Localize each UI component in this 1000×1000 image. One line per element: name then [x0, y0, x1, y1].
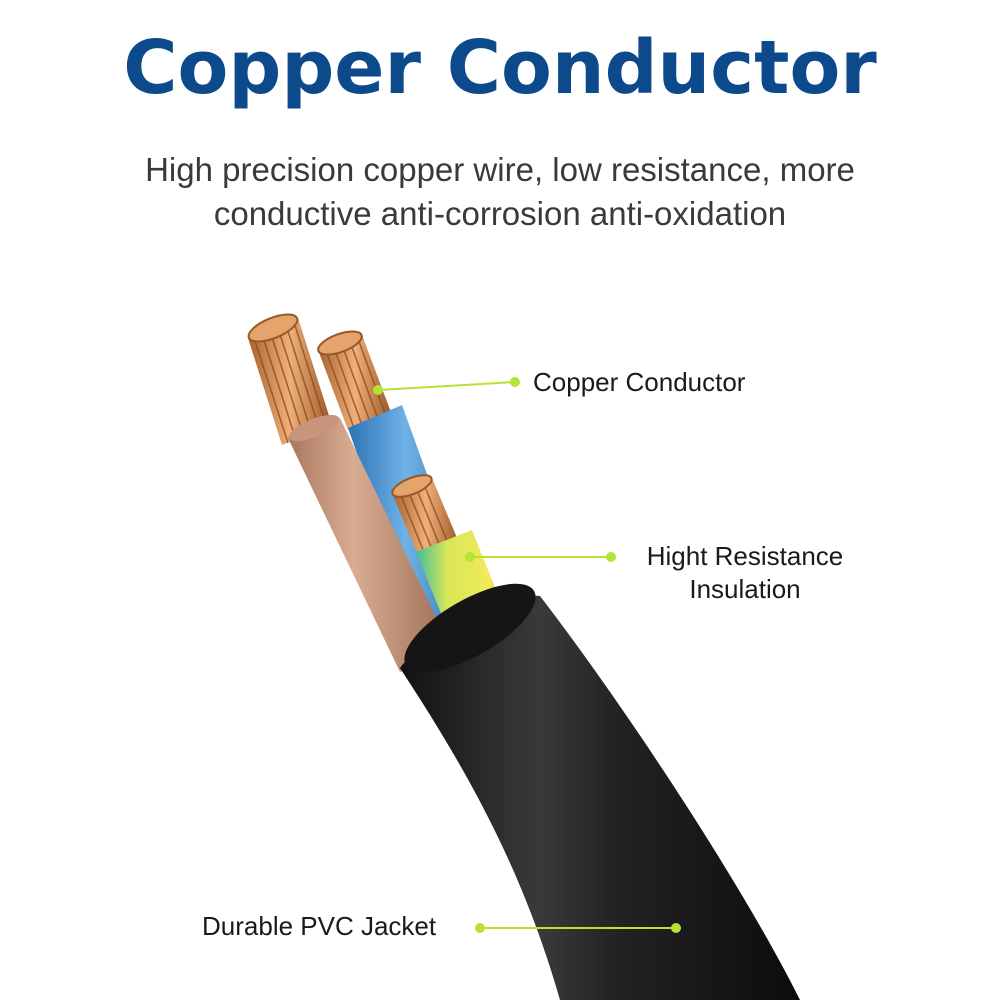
brown-wire-insulation	[288, 414, 452, 672]
copper-conductor-callout-line	[373, 377, 520, 395]
subtitle-line-2: conductive anti-corrosion anti-oxidation	[213, 195, 787, 232]
page-title: Copper Conductor	[123, 25, 877, 111]
brown-wire-copper	[247, 313, 332, 445]
copper-conductor-label: Copper Conductor	[533, 367, 746, 397]
page-subtitle: High precision copper wire, low resistan…	[50, 148, 950, 236]
pvc-jacket-label: Durable PVC Jacket	[202, 911, 437, 941]
blue-wire-copper	[317, 330, 392, 430]
insulation-label-line-1: Hight Resistance	[646, 541, 844, 571]
insulation-callout-line	[465, 552, 616, 562]
insulation-label: Hight Resistance Insulation	[620, 540, 870, 606]
insulation-label-line-2: Insulation	[689, 574, 801, 604]
yellow-green-wire-copper	[391, 474, 460, 560]
subtitle-line-1: High precision copper wire, low resistan…	[145, 151, 855, 188]
jacket-callout-line	[475, 923, 681, 933]
pvc-jacket	[400, 583, 800, 1000]
